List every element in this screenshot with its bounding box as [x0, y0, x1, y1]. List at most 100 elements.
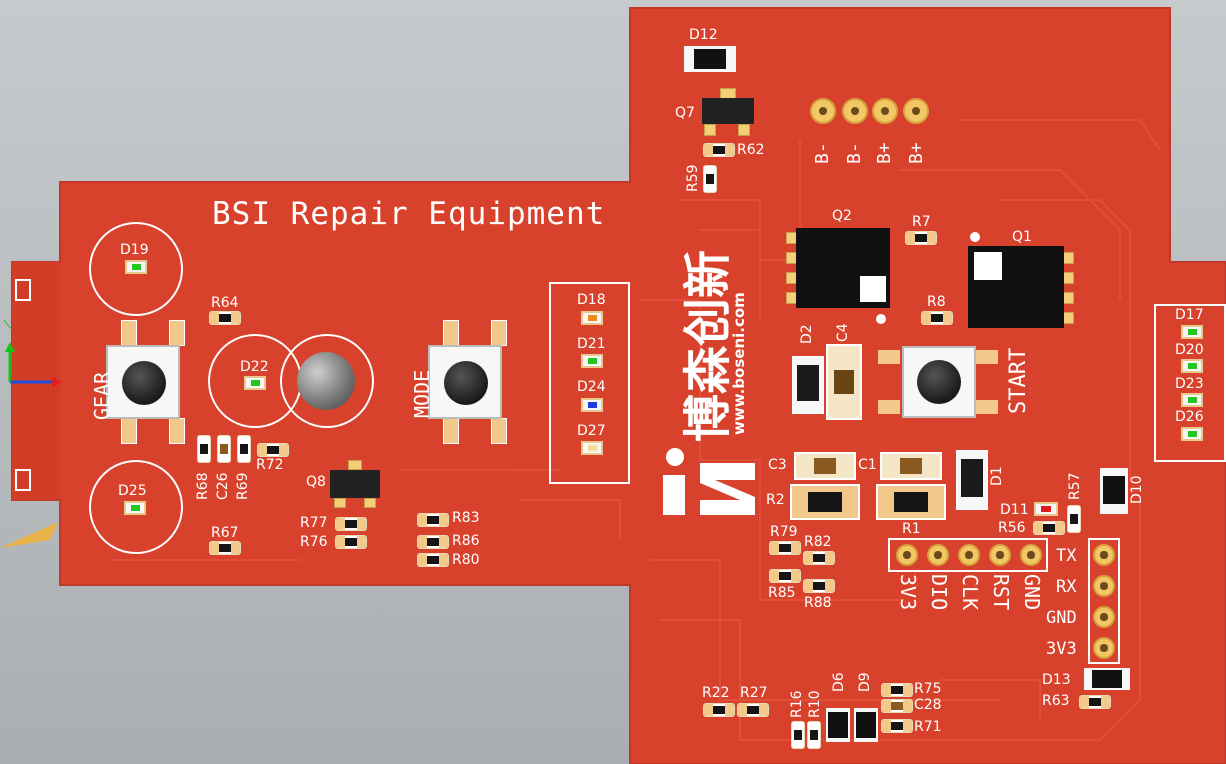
led-d27 [581, 441, 603, 455]
uart-pin-3v3[interactable] [1093, 637, 1115, 659]
resistor-r82 [804, 552, 834, 564]
uart-pin-gnd[interactable] [1093, 606, 1115, 628]
silk-circle-mount [280, 334, 374, 428]
label-r85: R85 [768, 585, 796, 601]
label-r71: R71 [914, 719, 942, 735]
uart-label-gnd: GND [1046, 608, 1077, 628]
copper-traces [110, 119, 1161, 741]
label-r22: R22 [702, 685, 730, 701]
diode-d2 [792, 356, 824, 414]
label-d12: D12 [689, 27, 718, 43]
battery-pad-2[interactable] [842, 98, 868, 124]
led-d11 [1034, 502, 1058, 516]
label-c28: C28 [914, 697, 942, 713]
label-d26: D26 [1175, 409, 1204, 425]
label-r1: R1 [902, 521, 921, 537]
battery-label-4: B+ [906, 142, 927, 164]
diode-d1 [956, 450, 988, 510]
label-r79: R79 [770, 524, 798, 540]
label-r7: R7 [912, 214, 931, 230]
battery-label-3: B+ [874, 142, 895, 164]
resistor-r1 [876, 484, 946, 520]
board-title: BSI Repair Equipment [212, 196, 606, 232]
resistor-r8 [922, 312, 952, 324]
battery-label-1: B- [812, 142, 833, 164]
pin1-dot-q1 [970, 232, 980, 242]
led-d24 [581, 398, 603, 412]
resistor-r88 [804, 580, 834, 592]
label-d19: D19 [120, 242, 149, 258]
transistor-q8 [330, 460, 380, 510]
probe-cone [0, 522, 58, 548]
resistor-r77 [336, 518, 366, 530]
programming-header [888, 538, 1048, 572]
mount-hole [297, 352, 355, 410]
resistor-r86 [418, 536, 448, 548]
label-d1: D1 [989, 466, 1005, 486]
header-pin-clk[interactable] [958, 544, 980, 566]
header-pin-gnd[interactable] [1020, 544, 1042, 566]
label-d9: D9 [857, 672, 873, 692]
label-r88: R88 [804, 595, 832, 611]
led-d18 [581, 311, 603, 325]
label-d22: D22 [240, 359, 269, 375]
transistor-q7 [700, 88, 756, 138]
label-r72: R72 [256, 457, 284, 473]
label-d20: D20 [1175, 342, 1204, 358]
label-d27: D27 [577, 423, 606, 439]
resistor-r16 [792, 722, 804, 748]
label-d6: D6 [831, 672, 847, 692]
battery-pad-3[interactable] [872, 98, 898, 124]
resistor-r69 [238, 436, 250, 462]
mosfet-q1 [964, 246, 1074, 328]
label-r64: R64 [211, 295, 239, 311]
label-c1: C1 [858, 457, 877, 473]
label-r68: R68 [195, 472, 211, 500]
label-r63: R63 [1042, 693, 1070, 709]
header-pin-rst[interactable] [989, 544, 1011, 566]
resistor-r59 [704, 166, 716, 192]
label-d13: D13 [1042, 672, 1071, 688]
led-d23 [1181, 393, 1203, 407]
header-pin-dio[interactable] [927, 544, 949, 566]
label-r27: R27 [740, 685, 768, 701]
led-d17 [1181, 325, 1203, 339]
label-r76: R76 [300, 534, 328, 550]
label-r62: R62 [737, 142, 765, 158]
capacitor-c3 [794, 452, 856, 480]
label-r16: R16 [789, 690, 805, 718]
label-d25: D25 [118, 483, 147, 499]
header-label-gnd: GND [1020, 574, 1044, 611]
led-d25 [124, 501, 146, 515]
uart-pin-rx[interactable] [1093, 575, 1115, 597]
diode-d12 [684, 46, 736, 72]
uart-label-rx: RX [1056, 577, 1077, 597]
battery-pad-1[interactable] [810, 98, 836, 124]
label-r80: R80 [452, 552, 480, 568]
label-r83: R83 [452, 510, 480, 526]
capacitor-c26 [218, 436, 230, 462]
start-button[interactable] [878, 336, 998, 426]
battery-pad-4[interactable] [903, 98, 929, 124]
label-c4: C4 [835, 323, 851, 342]
resistor-r2 [790, 484, 860, 520]
gear-button[interactable] [96, 318, 192, 446]
label-d17: D17 [1175, 307, 1204, 323]
header-label-rst: RST [989, 574, 1013, 611]
label-r75: R75 [914, 681, 942, 697]
silk-circle-d19 [89, 222, 183, 316]
resistor-r56 [1034, 522, 1064, 534]
label-d11: D11 [1000, 502, 1029, 518]
header-pin-3v3[interactable] [896, 544, 918, 566]
uart-pin-tx[interactable] [1093, 544, 1115, 566]
brand-url: www.boseni.com [730, 292, 748, 435]
mode-label: MODE [410, 369, 434, 418]
label-r2: R2 [766, 492, 785, 508]
resistor-r22 [704, 704, 734, 716]
axis-gizmo [3, 319, 62, 388]
resistor-r64 [210, 312, 240, 324]
mode-button[interactable] [418, 318, 514, 446]
resistor-r62 [704, 144, 734, 156]
label-r56: R56 [998, 520, 1026, 536]
